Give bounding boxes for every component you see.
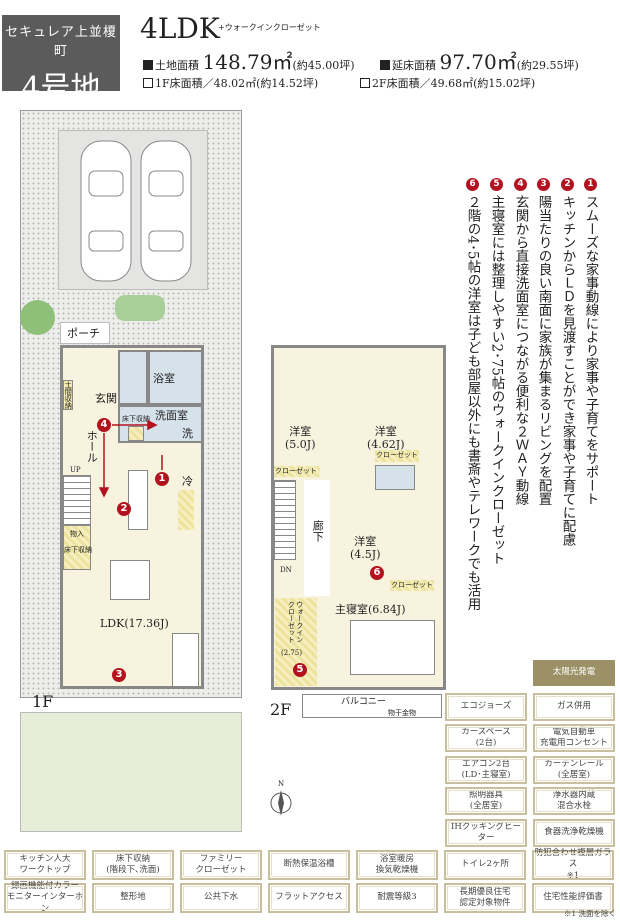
point-number: 2 [561,178,574,191]
hall-label: ホール [85,430,99,463]
plan-type: 4LDK [140,12,220,45]
tree-icon [20,300,55,335]
balcony: バルコニー 物干金物 [302,694,442,718]
entrance-storage: 土間収納 [63,380,73,410]
toilet-1f [118,350,148,405]
point-marker-1: 1 [155,472,169,486]
car-icon [80,140,192,282]
floor-label-2f: 2F [270,700,292,719]
fridge-label: 冷 [182,475,193,488]
ldk-label: LDK(17.36J) [100,617,169,630]
point-text: キッチンからＬＤを見渡すことができ家事や子育てに配慮 [559,195,576,546]
underfloor-storage [128,426,144,441]
up-label: UP [70,466,81,474]
feature-item: 食器洗浄乾燥機 [533,819,615,847]
closet-2f-b: クローゼット [274,466,320,477]
lawn [20,712,242,832]
feature-item: 断熱保温浴槽 [268,850,350,880]
stairs-2f [274,480,296,560]
feature-item: 録画機能付カラー モニターインターホン [4,881,86,914]
selling-point: 3 陽当たりの良い南面に家族が集まるリビングを配置 [535,178,552,506]
feature-item: 耐震等級3 [356,883,438,913]
room-west3: 洋室(4.5J) [350,535,381,562]
point-marker-5: 5 [293,663,307,677]
point-number: 4 [514,178,527,191]
point-number: 1 [584,178,597,191]
point-text: 玄関から直接洗面室につながる便利な２ＷＡＹ動線 [512,195,529,506]
kitchen-counter [128,470,148,530]
development-name: セキュレア上並榎町 [5,25,117,59]
feature-item: フラットアクセス [268,883,350,913]
point-text: 主寝室には整理しやすい2･75帖のウォークインクローゼット [488,195,505,566]
selling-point: 1 スムーズな家事動線により家事や子育てをサポート [582,178,599,506]
point-text: 陽当たりの良い南面に家族が集まるリビングを配置 [535,195,552,506]
entrance-label: 玄関 [95,392,117,405]
feature-item: 床下収納 (階段下､洗面) [92,850,174,880]
feature-item: エコジョーズ [445,693,527,721]
floor-area: 延床面積 97.70㎡(約29.55坪) [380,46,579,75]
bed [350,620,435,675]
selling-point: 2 キッチンからＬＤを見渡すことができ家事や子育てに配慮 [559,178,576,546]
feature-item: IHクッキングヒーター [445,819,527,847]
closet-2f-c: クローゼット [390,580,434,591]
feature-item: 防犯合わせ複層ガラス ※1 [532,848,614,881]
selling-point: 6 ２階の4･5帖の洋室は子ども部屋以外にも書斎やテレワークでも活用 [464,178,481,611]
feature-item: 浴室暖房 換気乾燥機 [356,850,438,880]
feature-item: キッチン人大 ワークトップ [4,850,86,880]
feature-item: 照明器具 (全居室) [445,787,527,815]
feature-item: 住宅性能評価書 [532,883,614,913]
feature-item: ガス併用 [533,693,615,721]
toilet-2f [375,465,415,490]
storage-1f: 物入床下収納 [63,525,92,570]
point-marker-3: 3 [112,668,126,682]
feature-item: 太陽光発電 [533,660,615,686]
room-west1: 洋室(5.0J) [285,425,316,452]
point-number: 6 [466,178,479,191]
dining-table [110,560,150,600]
sofa [172,633,199,687]
room-west2: 洋室(4.62J) [367,425,405,452]
stairs-1f [63,475,91,525]
corridor-label: 廊下 [311,520,325,542]
circulation-arrows [98,419,163,498]
point-marker-4: 4 [97,418,111,432]
feature-item: エアコン2台 (LD･主寝室) [445,756,527,784]
parking-area [58,130,208,290]
room-master: 主寝室(6.84J) [335,603,406,616]
porch: ポーチ [60,322,110,344]
point-marker-2: 2 [117,502,131,516]
closet-2f-a: クローゼット [375,450,419,462]
compass-icon: N [266,780,296,820]
kitchen-storage [178,490,194,530]
selling-point: 5 主寝室には整理しやすい2･75帖のウォークインクローゼット [488,178,505,566]
feature-item: カースペース (2台) [445,724,527,752]
point-text: ２階の4･5帖の洋室は子ども部屋以外にも書斎やテレワークでも活用 [464,195,481,611]
point-text: スムーズな家事動線により家事や子育てをサポート [582,195,599,506]
floor-label-1f: 1F [32,692,54,711]
lot-badge: セキュレア上並榎町 4号地 [2,15,120,106]
point-number: 3 [537,178,550,191]
lot-number: 4号地 [21,71,101,106]
feature-item: ファミリー クローゼット [180,850,262,880]
bathroom: 浴室 [148,350,203,405]
point-number: 5 [490,178,503,191]
feature-item: カーテンレール (全居室) [533,756,615,784]
land-area: 土地面積 148.79㎡(約45.00坪) [143,46,355,75]
underfloor-storage-label: 床下収納 [122,415,150,423]
selling-point: 4 玄関から直接洗面室につながる便利な２ＷＡＹ動線 [512,178,529,506]
feature-item: トイレ2ヶ所 [444,850,526,880]
feature-item: 浄水器内蔵 混合水栓 [533,787,615,815]
dn-label: DN [280,566,292,574]
shrub-icon [115,295,165,321]
feature-item: 長期優良住宅 認定対象物件 [444,883,526,913]
point-marker-6: 6 [370,566,384,580]
feature-item: 整形地 [92,883,174,913]
corridor [304,480,330,596]
footnote: ※1 洗面を除く [563,909,616,918]
feature-item: 公共下水 [180,883,262,913]
plan-subtitle: +ウォークインクローゼット [218,23,321,32]
feature-item: 電気自動車 充電用コンセント [533,724,615,752]
f1-area: 1F床面積／48.02㎡(約14.52坪) [143,75,318,91]
f2-area: 2F床面積／49.68㎡(約15.02坪) [360,75,535,91]
